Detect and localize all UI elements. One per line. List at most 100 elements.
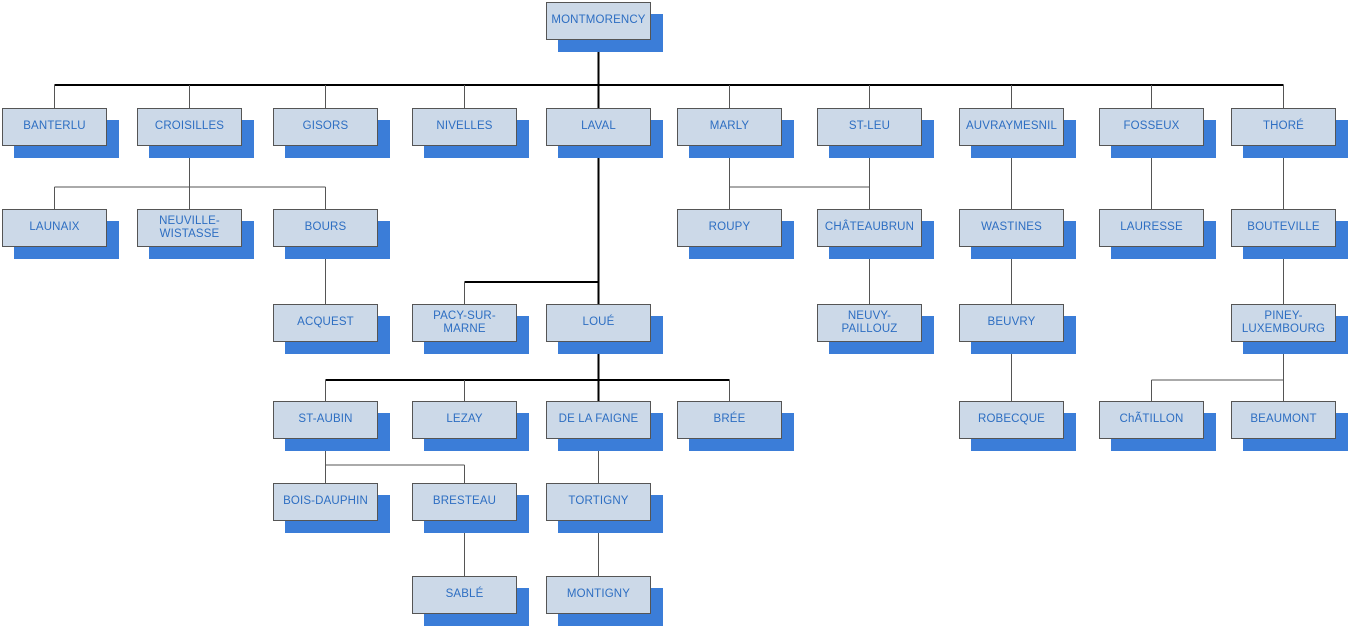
- node-box[interactable]: SABLÉ: [412, 576, 517, 614]
- node-box[interactable]: BEAUMONT: [1231, 401, 1336, 439]
- node-label: BEAUMONT: [1250, 413, 1317, 426]
- node-chateaubrun[interactable]: CHÂTEAUBRUN: [817, 209, 934, 259]
- node-label: PINEY- LUXEMBOURG: [1241, 309, 1326, 336]
- node-box[interactable]: PINEY- LUXEMBOURG: [1231, 304, 1336, 342]
- node-box[interactable]: GISORS: [273, 108, 378, 146]
- node-box[interactable]: BRÉE: [677, 401, 782, 439]
- node-label: FOSSEUX: [1123, 120, 1180, 133]
- node-label: MARLY: [709, 120, 750, 133]
- node-box[interactable]: ST-AUBIN: [273, 401, 378, 439]
- node-lauresse[interactable]: LAURESSE: [1099, 209, 1216, 259]
- node-gisors[interactable]: GISORS: [273, 108, 390, 158]
- node-box[interactable]: MONTMORENCY: [546, 2, 651, 40]
- node-launaix[interactable]: LAUNAIX: [2, 209, 119, 259]
- node-box[interactable]: DE LA FAIGNE: [546, 401, 651, 439]
- node-roupy[interactable]: ROUPY: [677, 209, 794, 259]
- node-beuvry[interactable]: BEUVRY: [959, 304, 1076, 354]
- node-fosseux[interactable]: FOSSEUX: [1099, 108, 1216, 158]
- node-box[interactable]: LAVAL: [546, 108, 651, 146]
- node-box[interactable]: PACY-SUR-MARNE: [412, 304, 517, 342]
- node-st-aubin[interactable]: ST-AUBIN: [273, 401, 390, 451]
- node-label: LAURESSE: [1120, 221, 1183, 234]
- node-piney-luxembourg[interactable]: PINEY- LUXEMBOURG: [1231, 304, 1348, 354]
- node-banterlu[interactable]: BANTERLU: [2, 108, 119, 158]
- node-label: ROUPY: [708, 221, 751, 234]
- node-box[interactable]: MONTIGNY: [546, 576, 651, 614]
- node-box[interactable]: WASTINES: [959, 209, 1064, 247]
- node-box[interactable]: ChÃTILLON: [1099, 401, 1204, 439]
- node-box[interactable]: LAUNAIX: [2, 209, 107, 247]
- node-label: GISORS: [302, 120, 349, 133]
- node-box[interactable]: ROBECQUE: [959, 401, 1064, 439]
- node-sable[interactable]: SABLÉ: [412, 576, 529, 626]
- node-box[interactable]: BEUVRY: [959, 304, 1064, 342]
- node-bois-dauphin[interactable]: BOIS-DAUPHIN: [273, 483, 390, 533]
- node-montigny[interactable]: MONTIGNY: [546, 576, 663, 626]
- node-bresteau[interactable]: BRESTEAU: [412, 483, 529, 533]
- node-box[interactable]: BANTERLU: [2, 108, 107, 146]
- node-box[interactable]: LOUÉ: [546, 304, 651, 342]
- node-box[interactable]: AUVRAYMESNIL: [959, 108, 1064, 146]
- node-box[interactable]: THORÉ: [1231, 108, 1336, 146]
- node-box[interactable]: ST-LEU: [817, 108, 922, 146]
- node-box[interactable]: BOURS: [273, 209, 378, 247]
- node-acquest[interactable]: ACQUEST: [273, 304, 390, 354]
- node-laval[interactable]: LAVAL: [546, 108, 663, 158]
- node-box[interactable]: FOSSEUX: [1099, 108, 1204, 146]
- node-box[interactable]: TORTIGNY: [546, 483, 651, 521]
- node-label: NEUVY-PAILLOUZ: [841, 309, 898, 336]
- node-robecque[interactable]: ROBECQUE: [959, 401, 1076, 451]
- node-marly[interactable]: MARLY: [677, 108, 794, 158]
- node-label: LEZAY: [446, 413, 483, 426]
- node-box[interactable]: CHÂTEAUBRUN: [817, 209, 922, 247]
- node-box[interactable]: BOIS-DAUPHIN: [273, 483, 378, 521]
- node-pacy-sur-marne[interactable]: PACY-SUR-MARNE: [412, 304, 529, 354]
- node-neuville-wistasse[interactable]: NEUVILLE- WISTASSE: [137, 209, 254, 259]
- node-box[interactable]: NEUVY-PAILLOUZ: [817, 304, 922, 342]
- node-label: ST-LEU: [848, 120, 891, 133]
- node-croisilles[interactable]: CROISILLES: [137, 108, 254, 158]
- node-box[interactable]: ACQUEST: [273, 304, 378, 342]
- node-neuvy-paillouz[interactable]: NEUVY-PAILLOUZ: [817, 304, 934, 354]
- node-box[interactable]: NEUVILLE- WISTASSE: [137, 209, 242, 247]
- node-box[interactable]: CROISILLES: [137, 108, 242, 146]
- node-label: SABLÉ: [445, 588, 484, 601]
- node-tortigny[interactable]: TORTIGNY: [546, 483, 663, 533]
- node-bouteville[interactable]: BOUTEVILLE: [1231, 209, 1348, 259]
- node-auvraymesnil[interactable]: AUVRAYMESNIL: [959, 108, 1076, 158]
- node-st-leu[interactable]: ST-LEU: [817, 108, 934, 158]
- node-chatillon[interactable]: ChÃTILLON: [1099, 401, 1216, 451]
- node-label: BANTERLU: [23, 120, 86, 133]
- node-box[interactable]: MARLY: [677, 108, 782, 146]
- node-label: LAVAL: [581, 120, 616, 133]
- node-beaumont[interactable]: BEAUMONT: [1231, 401, 1348, 451]
- node-montmorency[interactable]: MONTMORENCY: [546, 2, 663, 52]
- node-label: BOUTEVILLE: [1247, 221, 1320, 234]
- node-label: ST-AUBIN: [298, 413, 353, 426]
- node-bree[interactable]: BRÉE: [677, 401, 794, 451]
- node-bours[interactable]: BOURS: [273, 209, 390, 259]
- node-box[interactable]: BRESTEAU: [412, 483, 517, 521]
- node-label: BOIS-DAUPHIN: [283, 495, 368, 508]
- node-wastines[interactable]: WASTINES: [959, 209, 1076, 259]
- node-label: NIVELLES: [436, 120, 493, 133]
- node-label: LOUÉ: [582, 316, 615, 329]
- node-thore[interactable]: THORÉ: [1231, 108, 1348, 158]
- node-label: LAUNAIX: [29, 221, 80, 234]
- node-label: TORTIGNY: [568, 495, 629, 508]
- node-lezay[interactable]: LEZAY: [412, 401, 529, 451]
- node-box[interactable]: LAURESSE: [1099, 209, 1204, 247]
- node-nivelles[interactable]: NIVELLES: [412, 108, 529, 158]
- node-box[interactable]: NIVELLES: [412, 108, 517, 146]
- node-loue[interactable]: LOUÉ: [546, 304, 663, 354]
- node-label: CHÂTEAUBRUN: [824, 221, 915, 234]
- node-label: AUVRAYMESNIL: [965, 120, 1058, 133]
- node-label: WASTINES: [981, 221, 1042, 234]
- node-de-la-faigne[interactable]: DE LA FAIGNE: [546, 401, 663, 451]
- node-box[interactable]: ROUPY: [677, 209, 782, 247]
- node-box[interactable]: BOUTEVILLE: [1231, 209, 1336, 247]
- node-box[interactable]: LEZAY: [412, 401, 517, 439]
